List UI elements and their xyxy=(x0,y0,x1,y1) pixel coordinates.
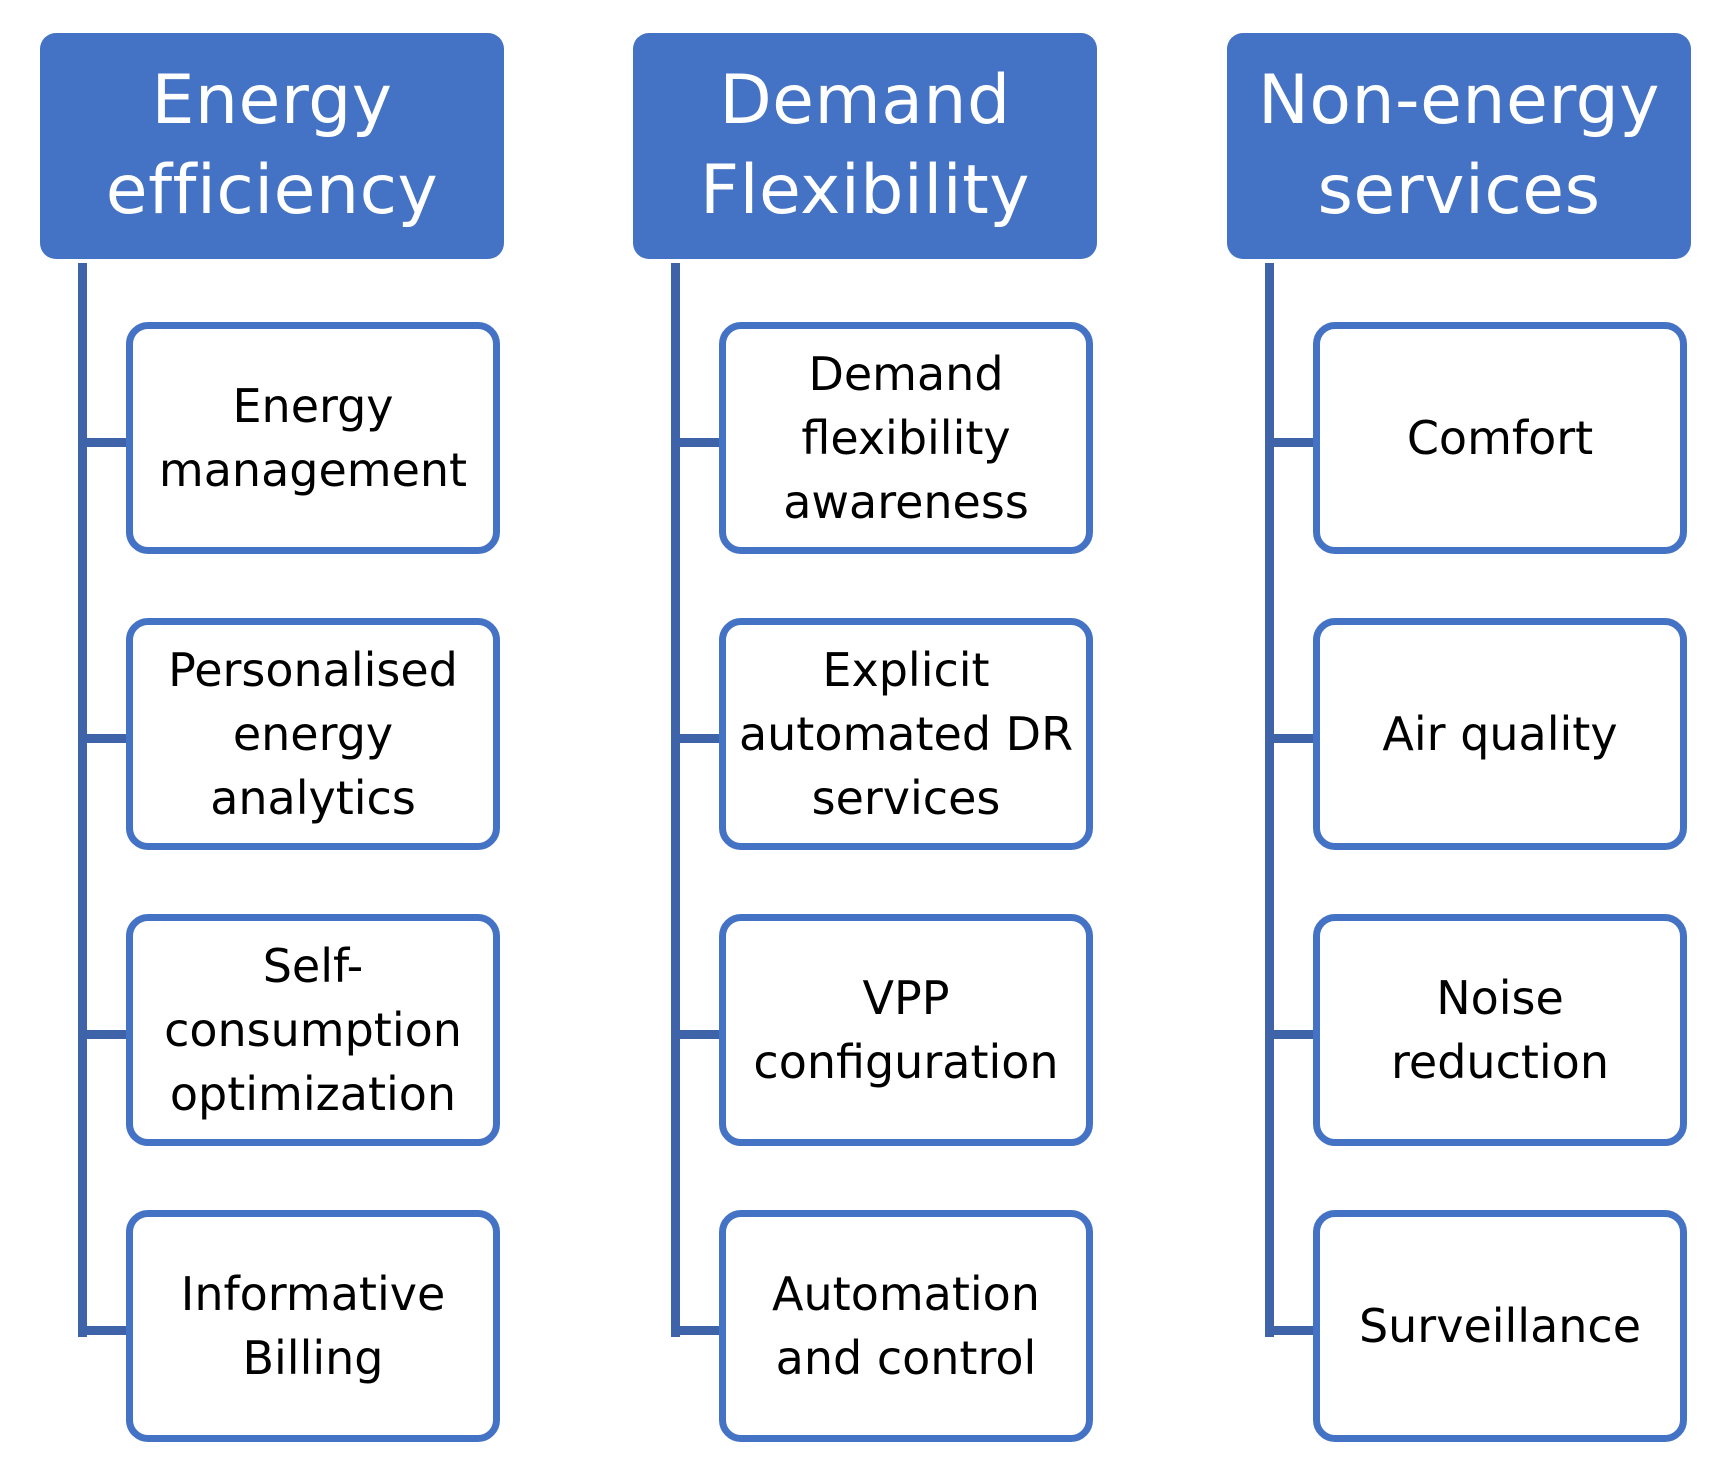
item-label: Informative Billing xyxy=(180,1267,446,1385)
header-label: Demand Flexibility xyxy=(699,61,1031,230)
item-label: Energy management xyxy=(158,379,468,497)
item-label: Surveillance xyxy=(1358,1299,1642,1353)
connector-branch xyxy=(78,1326,128,1335)
header-label: Energy efficiency xyxy=(105,61,439,230)
connector-branch xyxy=(78,1030,128,1039)
connector-branch xyxy=(78,734,128,743)
connector-spine xyxy=(78,263,87,1337)
item-label: Air quality xyxy=(1382,707,1618,761)
connector-spine xyxy=(1265,263,1274,1337)
item-noise-reduction: Noise reduction xyxy=(1313,914,1687,1146)
item-label: Demand flexibility awareness xyxy=(783,347,1029,529)
connector-branch xyxy=(671,438,721,447)
item-label: Automation and control xyxy=(772,1267,1040,1385)
header-energy-efficiency: Energy efficiency xyxy=(40,33,504,259)
item-personalised-energy-analytics: Personalised energy analytics xyxy=(126,618,500,850)
connector-branch xyxy=(1265,438,1315,447)
item-vpp-configuration: VPP configuration xyxy=(719,914,1093,1146)
connector-branch xyxy=(671,734,721,743)
connector-branch xyxy=(671,1326,721,1335)
item-energy-management: Energy management xyxy=(126,322,500,554)
item-demand-flexibility-awareness: Demand flexibility awareness xyxy=(719,322,1093,554)
header-label: Non-energy services xyxy=(1257,61,1661,230)
connector-branch xyxy=(1265,1326,1315,1335)
item-label: Personalised energy analytics xyxy=(168,643,458,825)
column-energy-efficiency: Energy efficiency Energy management Pers… xyxy=(0,0,560,1473)
connector-branch xyxy=(1265,734,1315,743)
header-non-energy-services: Non-energy services xyxy=(1227,33,1691,259)
item-comfort: Comfort xyxy=(1313,322,1687,554)
item-label: Comfort xyxy=(1406,411,1594,465)
connector-branch xyxy=(671,1030,721,1039)
connector-branch xyxy=(78,438,128,447)
item-explicit-automated-dr-services: Explicit automated DR services xyxy=(719,618,1093,850)
item-label: VPP configuration xyxy=(753,971,1059,1089)
column-demand-flexibility: Demand Flexibility Demand flexibility aw… xyxy=(593,0,1153,1473)
item-informative-billing: Informative Billing xyxy=(126,1210,500,1442)
connector-spine xyxy=(671,263,680,1337)
item-self-consumption-optimization: Self- consumption optimization xyxy=(126,914,500,1146)
item-label: Noise reduction xyxy=(1391,971,1609,1089)
column-non-energy-services: Non-energy services Comfort Air quality … xyxy=(1187,0,1717,1473)
item-label: Explicit automated DR services xyxy=(738,643,1074,825)
item-surveillance: Surveillance xyxy=(1313,1210,1687,1442)
connector-branch xyxy=(1265,1030,1315,1039)
item-air-quality: Air quality xyxy=(1313,618,1687,850)
header-demand-flexibility: Demand Flexibility xyxy=(633,33,1097,259)
item-label: Self- consumption optimization xyxy=(164,939,462,1121)
item-automation-and-control: Automation and control xyxy=(719,1210,1093,1442)
